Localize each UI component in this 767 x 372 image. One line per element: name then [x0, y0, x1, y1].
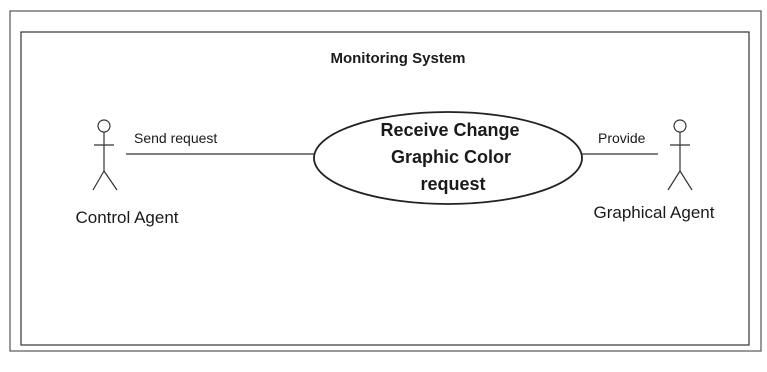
outer-frame — [9, 10, 762, 352]
stick-figure-icon — [667, 119, 693, 191]
actor-control-agent: Control Agent — [75, 119, 179, 227]
actor-label-graphical-agent: Graphical Agent — [594, 203, 715, 222]
use-case-receive-change-graphic-color-request: Receive Change Graphic Color request — [313, 111, 583, 205]
system-boundary — [20, 31, 750, 346]
system-title: Monitoring System — [330, 50, 465, 67]
association-label-send-request: Send request — [134, 130, 217, 146]
use-case-line-3: request — [420, 174, 485, 194]
use-case-line-2: Graphic Color — [391, 147, 511, 167]
actor-graphical-agent: Graphical Agent — [594, 119, 715, 222]
actor-label-control-agent: Control Agent — [75, 208, 178, 227]
use-case-line-1: Receive Change — [380, 120, 519, 140]
association-label-provide: Provide — [598, 130, 646, 146]
stick-figure-icon — [92, 119, 118, 191]
use-case-ellipse — [313, 111, 583, 205]
